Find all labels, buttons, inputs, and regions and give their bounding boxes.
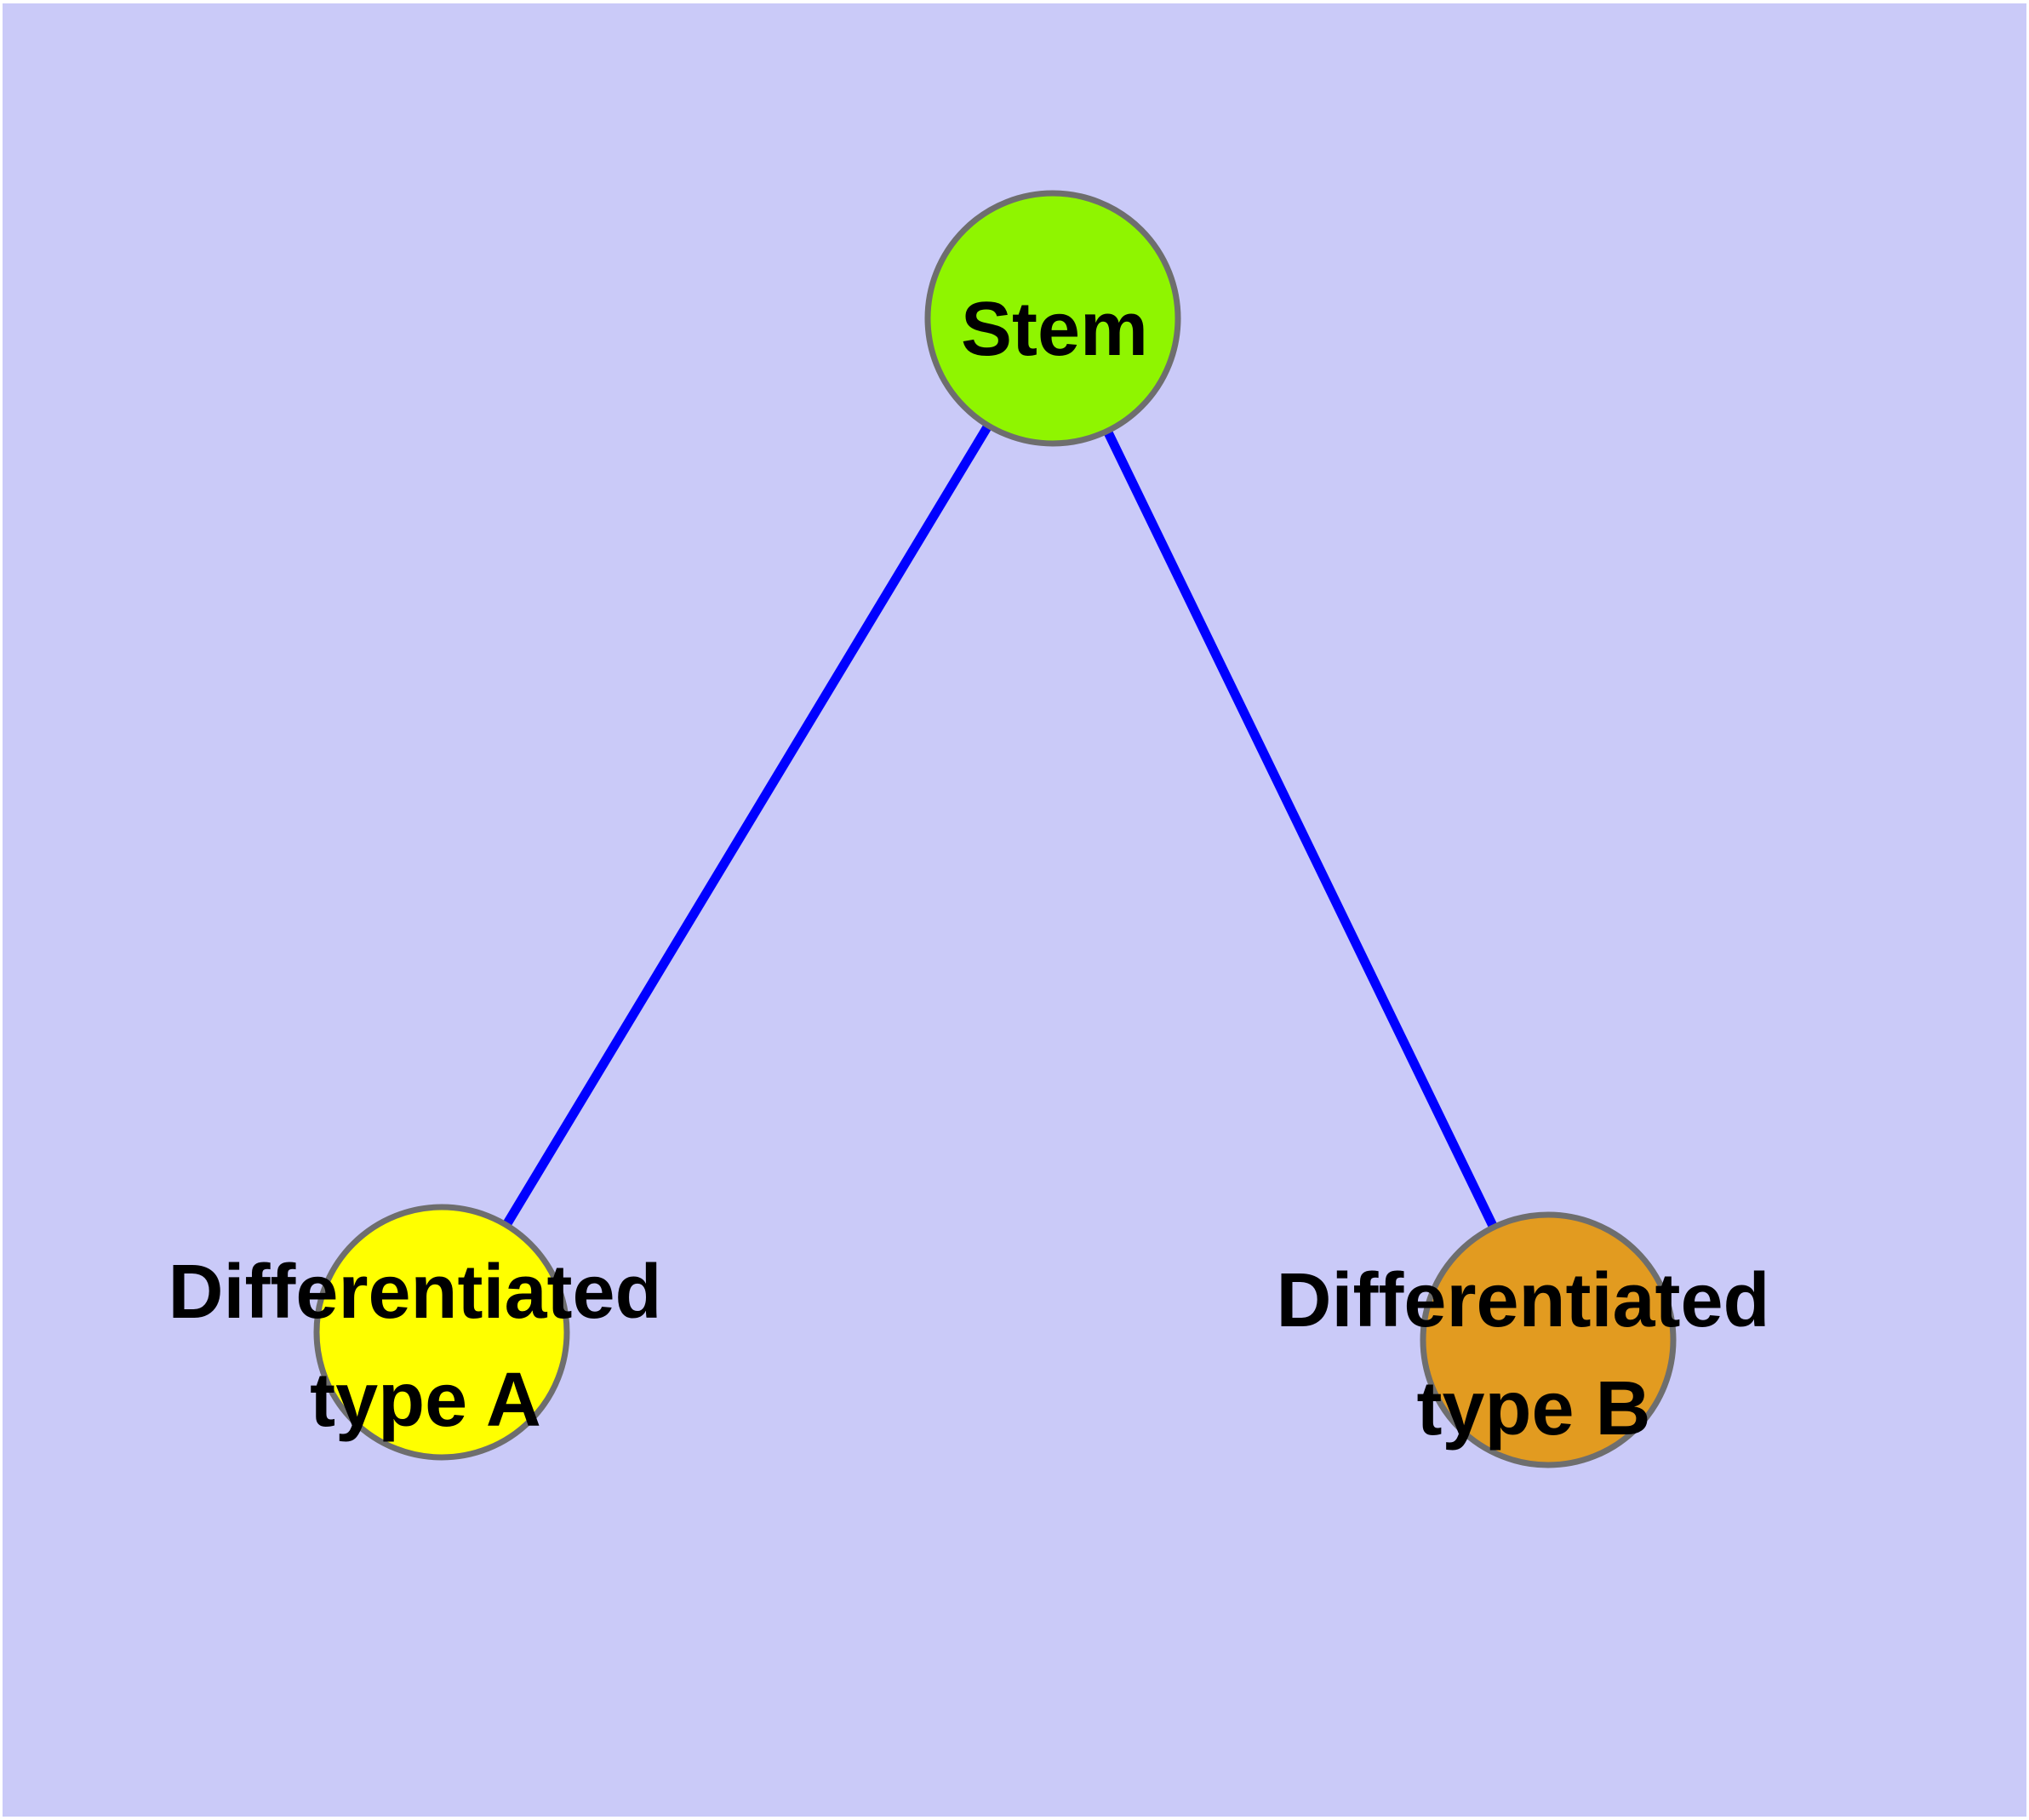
node-differentiated-type-b-circle — [1420, 1211, 1677, 1468]
node-differentiated-type-a: Differentiated type A — [168, 1204, 683, 1461]
node-stem: Stem — [924, 190, 1181, 447]
node-differentiated-type-b-label: Differentiated type B — [1276, 1258, 1791, 1451]
node-differentiated-type-a-label: Differentiated type A — [168, 1250, 683, 1443]
node-differentiated-type-a-circle — [313, 1204, 570, 1461]
node-stem-label: Stem — [961, 287, 1148, 372]
edge-stem-to-type-a — [437, 316, 1057, 1335]
label-line: Differentiated — [1276, 1258, 1769, 1343]
label-line: Differentiated — [168, 1250, 661, 1335]
label-line: type A — [310, 1358, 541, 1443]
node-stem-circle — [924, 190, 1181, 447]
node-differentiated-type-b: Differentiated type B — [1276, 1211, 1791, 1468]
edge-stem-to-type-b — [1049, 316, 1552, 1342]
label-line: type B — [1416, 1366, 1650, 1451]
